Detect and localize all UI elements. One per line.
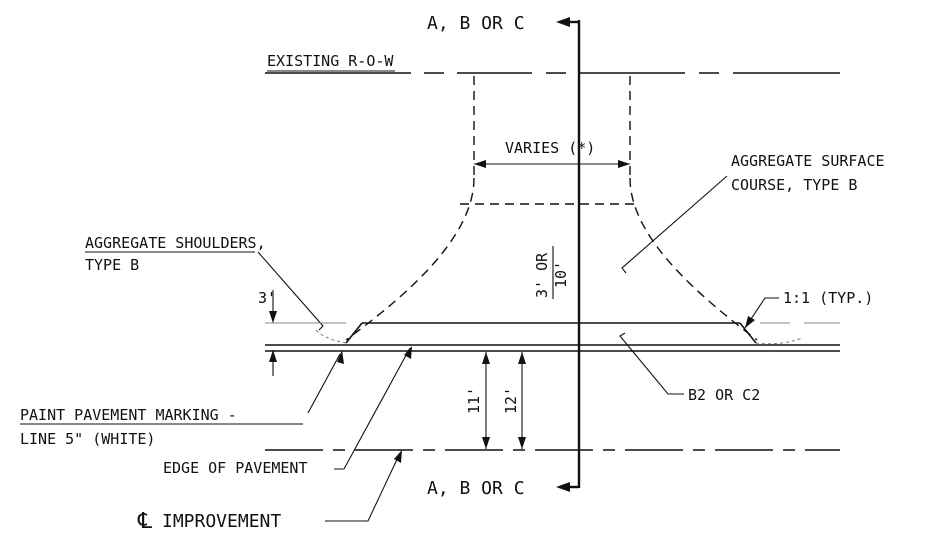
aggregate-shoulders-label-2: TYPE B: [85, 256, 139, 274]
section-mark-bottom: A, B OR C: [427, 478, 525, 499]
dim-3-or-10-label-a: 3' OR: [533, 252, 551, 298]
paint-marking-label-2: LINE 5" (WHITE): [20, 430, 155, 448]
centerline-label: IMPROVEMENT: [162, 511, 281, 532]
aggregate-surface-leader: [621, 175, 728, 274]
section-mark-top: A, B OR C: [427, 13, 525, 34]
aggregate-surface-label-1: AGGREGATE SURFACE: [731, 152, 885, 170]
paint-marking-label-1: PAINT PAVEMENT MARKING -: [20, 406, 237, 424]
edge-of-pavement-label: EDGE OF PAVEMENT: [163, 459, 308, 477]
paved-surface-edges: [315, 322, 803, 345]
aggregate-shoulders-leader: [257, 251, 324, 331]
aggregate-shoulders-label-1: AGGREGATE SHOULDERS,: [85, 234, 266, 252]
slope-leader: [744, 297, 779, 329]
dim-12ft: [518, 352, 526, 449]
varies-label: VARIES (*): [505, 139, 595, 157]
section-arrow-bottom: [556, 482, 579, 492]
dim-3ft-arrows: [269, 290, 277, 376]
slope-label: 1:1 (TYP.): [783, 289, 873, 307]
dim-3ft-label: 3': [258, 289, 276, 307]
edge-of-pavement-leader: [334, 346, 412, 470]
b2-c2-leader: [619, 332, 684, 395]
b2-c2-label: B2 OR C2: [688, 386, 760, 404]
varies-dimension: [474, 160, 630, 168]
centerline-symbol: ℄: [137, 509, 153, 534]
existing-row-label: EXISTING R-O-W: [267, 52, 394, 70]
dim-11ft-label: 11': [465, 387, 483, 414]
section-arrow-top: [556, 17, 579, 27]
aggregate-surface-label-2: COURSE, TYPE B: [731, 176, 857, 194]
dim-12ft-label: 12': [502, 387, 520, 414]
dim-11ft: [482, 352, 490, 449]
dim-3-or-10-label-b: 10': [552, 261, 570, 288]
driveway-outline: [345, 76, 758, 341]
centerline-leader: [325, 450, 402, 522]
slope-arrowhead: [745, 316, 755, 328]
paint-marking-leader: [307, 350, 344, 414]
